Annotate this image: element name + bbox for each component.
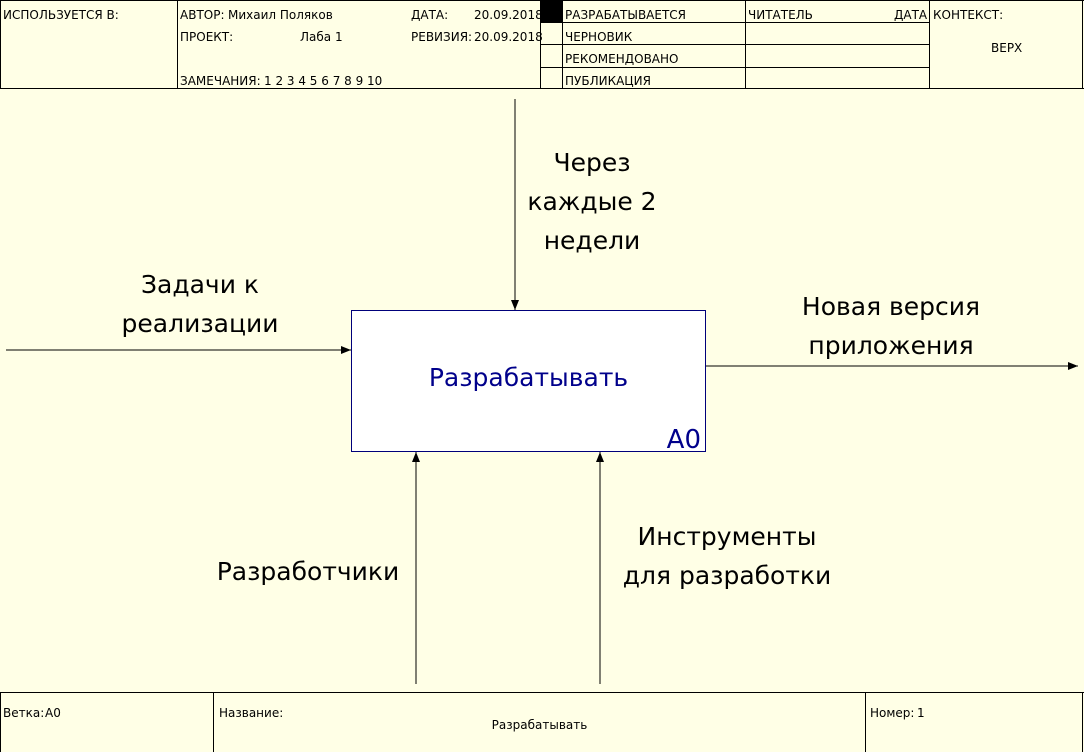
date-value: 20.09.2018 [474,8,543,22]
node-value: A0 [45,706,61,720]
activity-number: A0 [666,425,701,455]
mechanism-label-developers[interactable]: Разработчики [193,552,423,591]
author-value: Михаил Поляков [228,8,333,22]
activity-box[interactable]: Разрабатывать A0 [351,310,706,455]
title-label: Название: [219,706,284,720]
node-label: Ветка: [3,706,45,720]
used-in-label: ИСПОЛЬЗУЕТСЯ В: [3,8,119,22]
status-marker [541,1,562,22]
control-label-line: каждые 2 [527,187,657,216]
author-label: АВТОР: [180,8,225,22]
number-value: 1 [917,706,925,720]
number-label: Номер: [870,706,915,720]
project-label: ПРОЕКТ: [180,30,234,44]
control-label-line: Через [553,148,631,177]
mechanism-label-line: Разработчики [216,557,400,586]
context-label: КОНТЕКСТ: [933,8,1004,22]
status-working: РАЗРАБАТЫВАЕТСЯ [565,8,687,22]
control-label-line: недели [543,226,641,255]
status-draft: ЧЕРНОВИК [565,30,633,44]
mechanism-label-line: для разработки [622,561,832,590]
status-recommended: РЕКОМЕНДОВАНО [565,52,679,66]
mechanism-label-tools[interactable]: Инструменты для разработки [592,517,862,595]
control-label[interactable]: Через каждые 2 недели [492,143,692,260]
notes-value: 1 2 3 4 5 6 7 8 9 10 [264,74,383,88]
title-value: Разрабатывать [491,718,588,732]
output-label-line: приложения [808,331,974,360]
date-label: ДАТА: [411,8,449,22]
output-label[interactable]: Новая версия приложения [771,287,1011,365]
project-value: Лаба 1 [300,30,343,44]
input-label[interactable]: Задачи к реализации [80,265,320,343]
mechanism-label-line: Инструменты [637,522,817,551]
reader-label: ЧИТАТЕЛЬ [748,8,813,22]
revision-value: 20.09.2018 [474,30,543,44]
notes-label: ЗАМЕЧАНИЯ: [180,74,261,88]
input-label-line: Задачи к [140,270,260,299]
reader-date-label: ДАТА [894,8,928,22]
input-label-line: реализации [121,309,279,338]
output-label-line: Новая версия [801,292,981,321]
revision-label: РЕВИЗИЯ: [411,30,473,44]
context-value: ВЕРХ [991,41,1023,55]
activity-label: Разрабатывать [428,363,629,392]
status-publication: ПУБЛИКАЦИЯ [565,74,651,88]
